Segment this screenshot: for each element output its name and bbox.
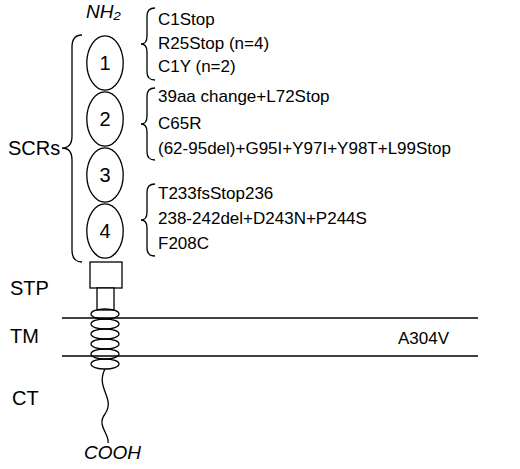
annotation-label: C65R xyxy=(158,114,201,134)
domain-number: 4 xyxy=(99,221,110,241)
scr-domain: 2 xyxy=(86,91,124,147)
annotation-label: NH₂ xyxy=(86,2,121,22)
annotation-label: TM xyxy=(10,326,39,346)
domain-number: 2 xyxy=(99,109,110,129)
scr-domain: 4 xyxy=(86,203,124,259)
membrane-line xyxy=(62,355,478,356)
mutation-bracket xyxy=(141,8,155,80)
helix-turn xyxy=(91,359,119,369)
annotation-label: SCRs xyxy=(8,138,60,158)
domain-ellipse xyxy=(87,36,123,90)
scr-brace xyxy=(62,35,82,262)
helix-turn xyxy=(91,319,119,329)
stp-box xyxy=(90,262,122,288)
helix-turn xyxy=(91,329,119,339)
annotation-label: CT xyxy=(12,388,39,408)
annotation-label: R25Stop (n=4) xyxy=(158,34,269,54)
helix-turn xyxy=(91,349,119,359)
domain-number: 3 xyxy=(99,165,110,185)
domain-number: 1 xyxy=(99,53,110,73)
mutation-bracket xyxy=(141,184,155,256)
scr-domain: 1 xyxy=(86,35,124,91)
cytoplasmic-tail xyxy=(102,369,108,443)
helix-turn xyxy=(91,339,119,349)
domain-ellipse xyxy=(87,148,123,202)
annotation-label: T233fsStop236 xyxy=(158,184,273,204)
membrane-line xyxy=(62,317,478,318)
helix-turn xyxy=(91,309,119,319)
annotation-label: 238-242del+D243N+P244S xyxy=(158,209,367,229)
scr-domain: 3 xyxy=(86,147,124,203)
annotation-label: C1Stop xyxy=(158,10,215,30)
annotation-label: STP xyxy=(10,278,49,298)
annotation-label: A304V xyxy=(398,329,449,349)
annotation-label: C1Y (n=2) xyxy=(158,57,236,77)
annotation-label: 39aa change+L72Stop xyxy=(158,87,330,107)
mutation-bracket xyxy=(141,88,155,160)
stp-stalk xyxy=(97,288,114,310)
annotation-label: F208C xyxy=(158,234,209,254)
domain-ellipse xyxy=(87,204,123,258)
annotation-label: (62-95del)+G95I+Y97I+Y98T+L99Stop xyxy=(158,139,451,159)
annotation-label: COOH xyxy=(84,443,141,463)
domain-ellipse xyxy=(87,92,123,146)
